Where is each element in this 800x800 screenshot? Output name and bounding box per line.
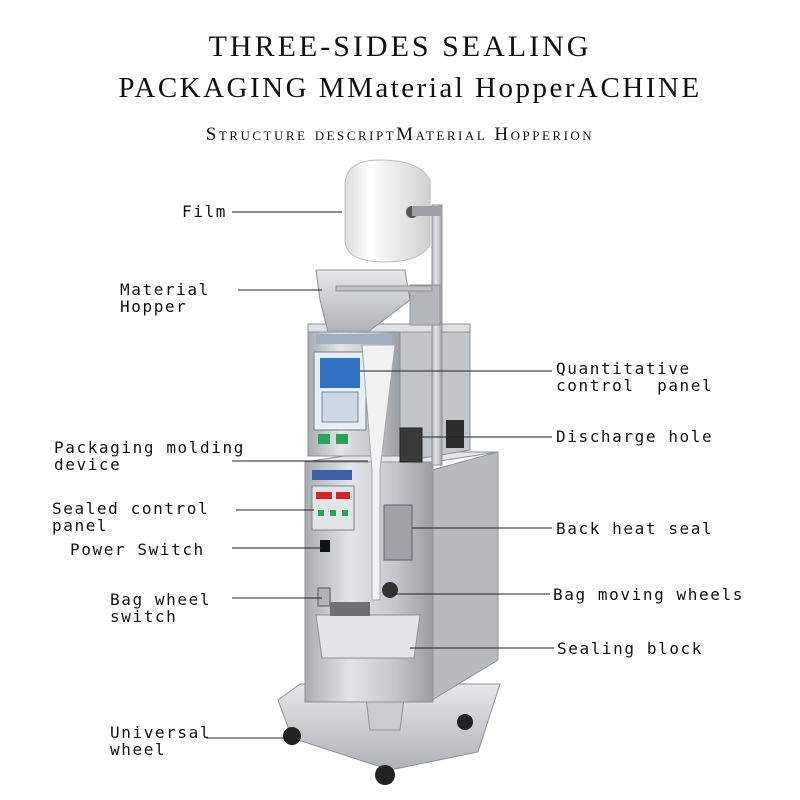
label-quantitative-control-panel: Quantitative control panel [556,359,714,395]
sealing-block [315,614,421,659]
support-pole [431,204,443,466]
back-heat-seal [383,504,413,561]
seal-panel-led-2 [336,492,350,499]
support-bracket [409,284,441,326]
title-line-2: PACKAGING MMaterial HopperACHINE [118,72,702,104]
bag-moving-wheel [382,582,398,598]
title-line-3: Structure descriptMaterial Hopperion [205,124,595,145]
title-line-1: THREE-SIDES SEALING [208,30,592,63]
seal-panel-led-1 [316,492,332,499]
quant-panel-button-1 [318,434,330,444]
label-universal-wheel: Universal wheel [110,723,212,759]
discharge-hole [399,427,423,463]
seal-panel-button-1 [318,510,324,516]
caster-wheel-front [375,765,395,785]
seal-panel-button-3 [342,510,348,516]
seal-panel-logo [312,470,352,480]
hopper-rod [335,285,433,292]
upper-cabinet-top [307,323,471,333]
quant-panel-button-2 [336,434,348,444]
discharge-motor [446,420,464,448]
forming-tube [361,344,396,601]
quant-panel-keys [321,391,359,423]
quant-panel-screen [320,358,360,388]
label-film: Film [182,202,227,221]
caster-wheel-back [457,714,473,730]
caster-wheel-front-left [283,727,301,745]
label-material-hopper: Material Hopper [120,280,210,316]
label-power-switch: Power Switch [70,540,205,559]
label-sealed-control-panel: Sealed control panel [52,499,210,535]
hopper-body [315,269,411,333]
label-packaging-molding-device: Packaging molding device [54,438,245,474]
upper-cabinet-plate [316,334,392,344]
bag-wheel-switch [317,587,331,607]
power-switch [320,540,330,552]
lower-cabinet-side [431,451,499,701]
sealing-block-jaw [330,602,370,616]
leader-lines [206,211,554,739]
label-back-heat-seal: Back heat seal [556,519,714,538]
label-bag-wheel-switch: Bag wheel switch [110,590,212,626]
seal-panel-button-2 [330,510,336,516]
film-roll-arm [412,206,442,216]
label-bag-moving-wheels: Bag moving wheels [553,585,744,604]
film-roll [344,159,431,263]
label-sealing-block: Sealing block [557,639,704,658]
label-discharge-hole: Discharge hole [556,427,714,446]
